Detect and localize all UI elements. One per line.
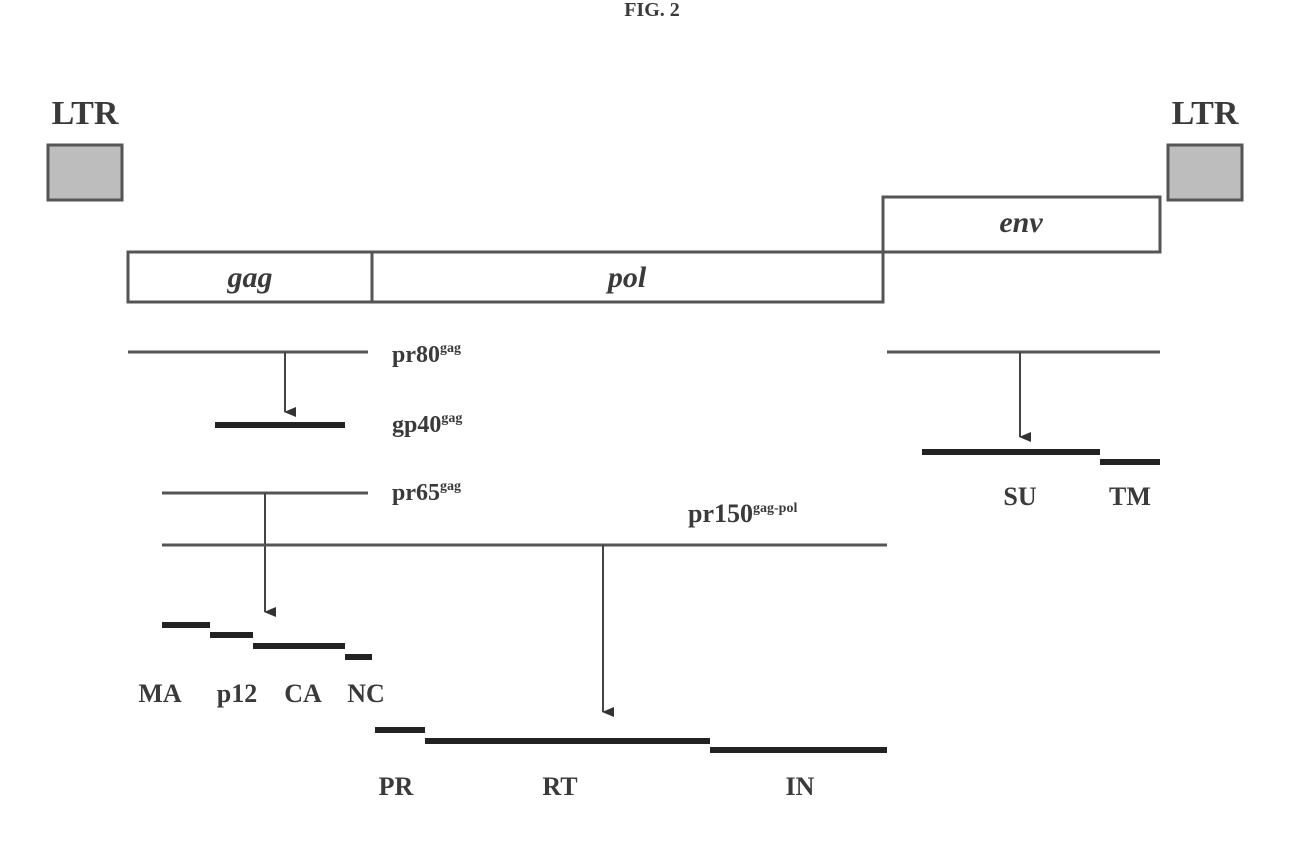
pol-label: pol bbox=[605, 261, 647, 294]
pr150-label: pr150gag-pol bbox=[688, 499, 797, 528]
ca-label: CA bbox=[284, 679, 322, 708]
ma-label: MA bbox=[138, 679, 182, 708]
pr-label: PR bbox=[379, 772, 414, 801]
gp40-label: gp40gag bbox=[392, 411, 462, 438]
ltr-right-label: LTR bbox=[1172, 95, 1239, 132]
ltr-right-box bbox=[1168, 145, 1242, 200]
pr65-label: pr65gag bbox=[392, 479, 461, 506]
figure-label: FIG. 2 bbox=[624, 0, 680, 21]
ltr-left-box bbox=[48, 145, 122, 200]
nc-label: NC bbox=[347, 679, 385, 708]
p12-label: p12 bbox=[217, 679, 257, 708]
rt-label: RT bbox=[542, 772, 577, 801]
tm-label: TM bbox=[1109, 482, 1151, 511]
ltr-left-label: LTR bbox=[52, 95, 119, 132]
env-label: env bbox=[999, 206, 1043, 239]
in-label: IN bbox=[786, 772, 815, 801]
gag-label: gag bbox=[227, 261, 273, 294]
su-label: SU bbox=[1003, 482, 1036, 511]
pr80-label: pr80gag bbox=[392, 341, 461, 368]
